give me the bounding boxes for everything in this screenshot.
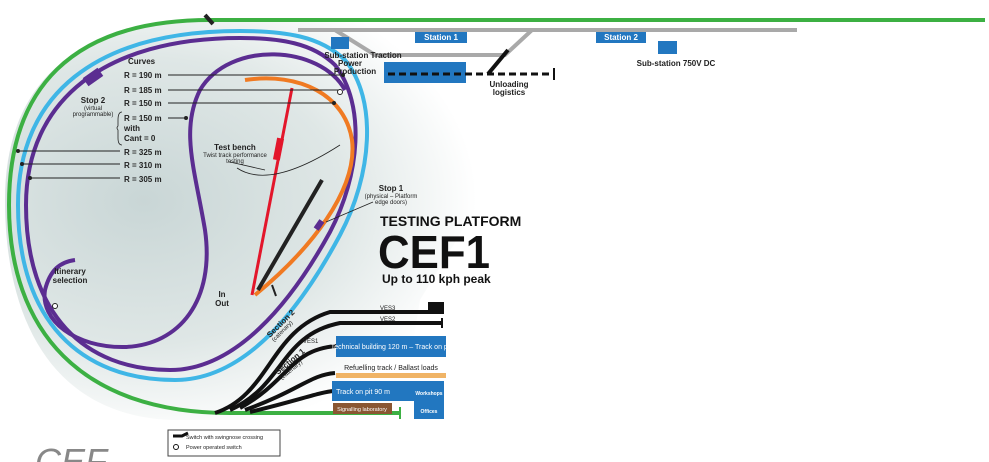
ves3-label: VES3 bbox=[380, 306, 396, 312]
stop1-marker bbox=[313, 219, 325, 231]
curve-label: R = 310 m bbox=[124, 161, 162, 170]
substation-dc-box bbox=[658, 41, 677, 54]
curve-label: R = 305 m bbox=[124, 175, 162, 184]
unloading-label: logistics bbox=[493, 88, 526, 97]
substation-dc-label: Sub-station 750V DC bbox=[637, 59, 716, 68]
station2-label: Station 2 bbox=[604, 33, 638, 42]
station-track bbox=[298, 28, 797, 57]
stop2-label: (virtual bbox=[84, 106, 102, 112]
track-on-pit-building bbox=[332, 381, 444, 401]
station1-box bbox=[415, 32, 467, 43]
stop2-label: programmable) bbox=[73, 112, 114, 118]
curve-label: R = 150 m bbox=[124, 99, 162, 108]
technical-building-label: Technical building 120 m – Track on pit bbox=[331, 344, 452, 351]
signalling-label: Signalling laboratory bbox=[337, 407, 387, 413]
station2-box bbox=[596, 32, 646, 43]
legend: Switch with swingnose crossing Power ope… bbox=[167, 429, 281, 457]
substation-traction-label: Production bbox=[334, 67, 376, 76]
green-track bbox=[6, 18, 985, 415]
track-pit-label: Track on pit 90 m bbox=[336, 389, 390, 396]
purple-track-inner bbox=[42, 52, 347, 350]
cef-logo: CEF bbox=[35, 441, 109, 462]
ves1-label: VES1 bbox=[303, 339, 319, 345]
ves3-buffer bbox=[428, 302, 444, 314]
offices-label: Offices bbox=[421, 409, 438, 415]
depot-tracks bbox=[214, 310, 442, 415]
test-bench-label: Test bench bbox=[214, 143, 256, 152]
curve-label: R = 325 m bbox=[124, 148, 162, 157]
stop1-label: edge doors) bbox=[375, 200, 407, 206]
platform-name: CEF1 bbox=[378, 226, 490, 278]
curve-leaders bbox=[18, 74, 343, 179]
substation-traction-label: Power bbox=[338, 59, 362, 68]
platform-subtitle: TESTING PLATFORM bbox=[380, 213, 521, 229]
stop2-label: Stop 2 bbox=[81, 96, 106, 105]
signalling-laboratory bbox=[333, 403, 392, 414]
station1-label: Station 1 bbox=[424, 33, 458, 42]
curve-label: R = 185 m bbox=[124, 86, 162, 95]
orange-track bbox=[244, 76, 355, 297]
legend-switch-label: Switch with swingnose crossing bbox=[186, 435, 263, 441]
purple-track-outer bbox=[23, 35, 358, 373]
substation-traction-box bbox=[331, 37, 349, 49]
offices-building bbox=[414, 401, 444, 419]
curve-label: R = 150 m bbox=[124, 114, 162, 123]
switch-icon bbox=[173, 431, 189, 438]
workshops-label: Workshops bbox=[415, 391, 442, 397]
test-bench-label: testing bbox=[226, 159, 244, 165]
stop1-label: (physical – Platform bbox=[365, 194, 418, 200]
curve-label: Cant = 0 bbox=[124, 134, 156, 143]
stop2-marker bbox=[82, 67, 104, 87]
refuelling-track bbox=[336, 373, 446, 378]
itinerary-label: selection bbox=[53, 276, 88, 285]
curve-label: with bbox=[123, 124, 140, 133]
legend-power-switch-label: Power operated switch bbox=[186, 445, 242, 451]
itinerary-label: Itinerary bbox=[54, 267, 86, 276]
power-switch-icon bbox=[173, 444, 179, 450]
technical-building bbox=[336, 336, 446, 357]
red-track bbox=[250, 87, 294, 296]
in-out-label: Out bbox=[215, 299, 229, 308]
refuelling-label: Refuelling track / Ballast loads bbox=[344, 365, 438, 372]
ves2-label: VES2 bbox=[380, 317, 396, 323]
lightblue-track bbox=[15, 28, 369, 383]
unloading-label: Unloading bbox=[489, 80, 528, 89]
test-bench-label: Twist track performance bbox=[203, 153, 267, 159]
curve-label: R = 190 m bbox=[124, 71, 162, 80]
substation-traction-label: Sub-station Traction bbox=[324, 51, 401, 60]
stop1-label: Stop 1 bbox=[379, 184, 404, 193]
platform-speed: Up to 110 kph peak bbox=[382, 272, 491, 286]
in-out-label: In bbox=[218, 290, 225, 299]
aerial-background bbox=[5, 22, 560, 420]
curves-title: Curves bbox=[128, 57, 156, 66]
